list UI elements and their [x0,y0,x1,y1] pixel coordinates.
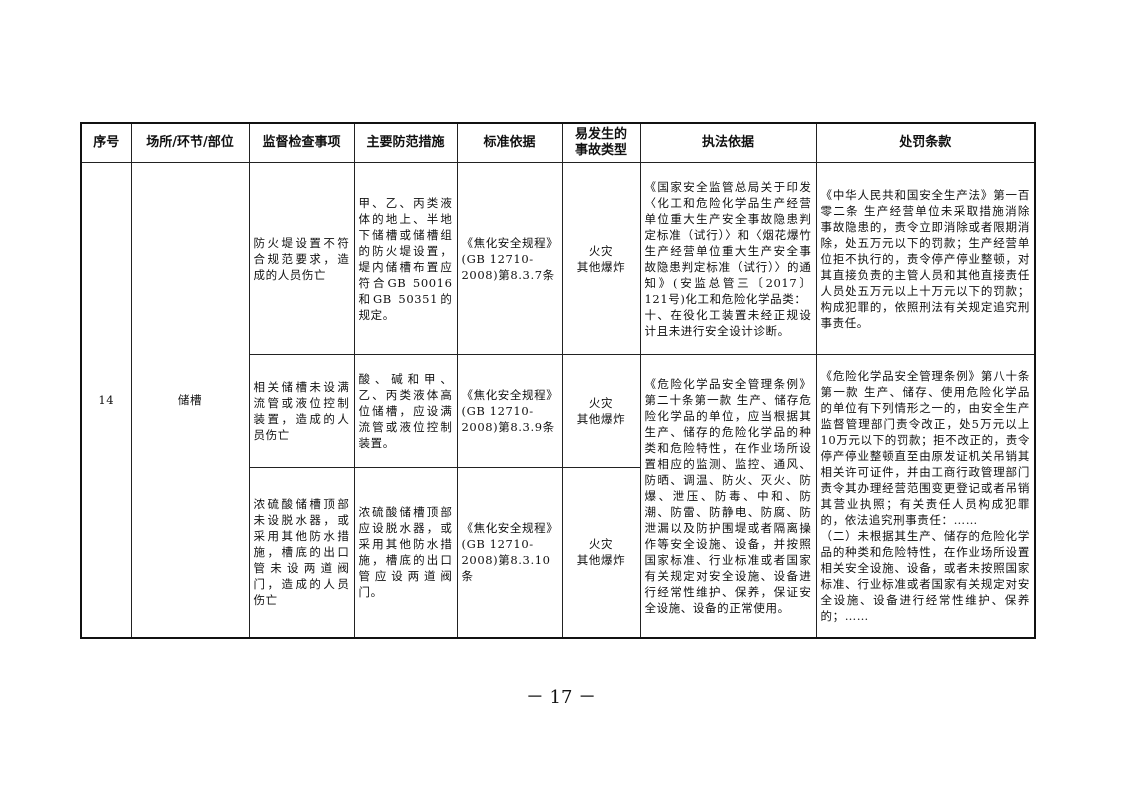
standard-cell: 《焦化安全规程》(GB 12710-2008)第8.3.10条 [456,467,563,638]
legal-basis-cell: 《危险化学品安全管理条例》第二十条第一款 生产、储存危险化学品的单位，应当根据其… [639,354,817,638]
accident-type-cell: 火灾 其他爆炸 [561,162,641,355]
header-prevention: 主要防范措施 [353,122,458,163]
accident-type-cell: 火灾 其他爆炸 [561,467,641,638]
header-legal-basis: 执法依据 [639,122,817,163]
inspection-item-cell: 相关储槽未设满流管或液位控制装置，造成的人员伤亡 [248,354,355,468]
header-accident-type: 易发生的 事故类型 [561,122,641,163]
header-location: 场所/环节/部位 [130,122,250,163]
header-inspection-item: 监督检查事项 [248,122,355,163]
header-seq: 序号 [80,122,132,163]
legal-basis-cell: 《国家安全监管总局关于印发〈化工和危险化学品生产经营单位重大生产安全事故隐患判定… [639,162,817,355]
prevention-cell: 甲、乙、丙类液体的地上、半地下储槽或储槽组的防火堤设置，堤内储槽布置应符合GB … [353,162,458,355]
prevention-cell: 浓硫酸储槽顶部应设脱水器，或采用其他防水措施，槽底的出口管应设两道阀门。 [353,467,458,638]
accident-type-cell: 火灾 其他爆炸 [561,354,641,468]
header-standard: 标准依据 [456,122,563,163]
table-row: 浓硫酸储槽顶部未设脱水器，或采用其他防水措施，槽底的出口管未设两道阀门，造成的人… [81,467,1035,638]
seq-cell: 14 [80,162,132,638]
regulation-table: 序号 场所/环节/部位 监督检查事项 主要防范措施 标准依据 易发生的 事故类型… [80,122,1036,639]
header-row: 序号 场所/环节/部位 监督检查事项 主要防范措施 标准依据 易发生的 事故类型… [80,122,1036,163]
inspection-item-cell: 防火堤设置不符合规范要求，造成的人员伤亡 [248,162,355,355]
location-cell: 储槽 [130,162,250,638]
table-row: 14 储槽 防火堤设置不符合规范要求，造成的人员伤亡 甲、乙、丙类液体的地上、半… [80,162,1036,638]
prevention-cell: 酸、碱和甲、乙、丙类液体高位储槽，应设满流管或液位控制装置。 [353,354,458,468]
standard-cell: 《焦化安全规程》(GB 12710-2008)第8.3.9条 [456,354,563,468]
penalty-cell: 《危险化学品安全管理条例》第八十条第一款 生产、储存、使用危险化学品的单位有下列… [815,354,1036,638]
page-number: － 17 － [525,687,597,708]
table-row: 相关储槽未设满流管或液位控制装置，造成的人员伤亡 酸、碱和甲、乙、丙类液体高位储… [81,354,1036,638]
header-penalty: 处罚条款 [815,122,1036,163]
inspection-item-cell: 浓硫酸储槽顶部未设脱水器，或采用其他防水措施，槽底的出口管未设两道阀门，造成的人… [248,467,355,638]
standard-cell: 《焦化安全规程》(GB 12710-2008)第8.3.7条 [456,162,563,355]
penalty-cell: 《中华人民共和国安全生产法》第一百零二条 生产经营单位未采取措施消除事故隐患的，… [815,162,1036,355]
